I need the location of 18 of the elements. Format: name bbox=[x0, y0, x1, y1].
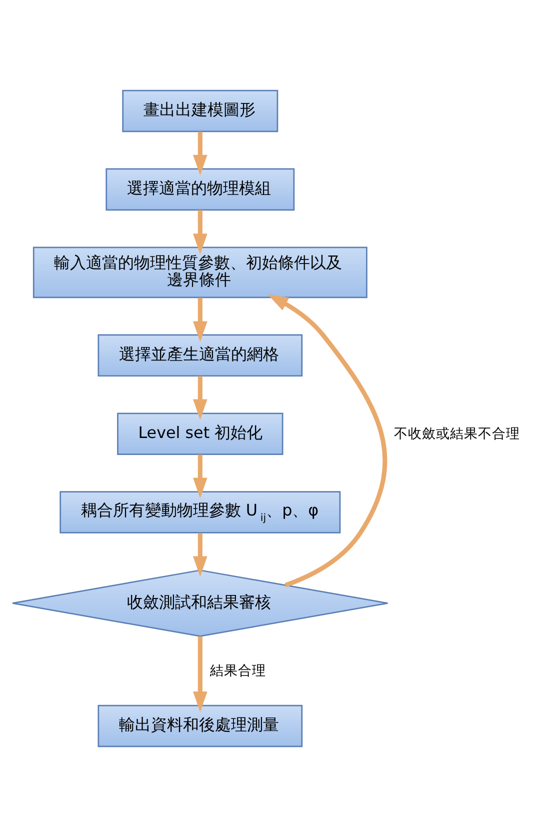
node-box: 選擇並產生適當的網格 bbox=[98, 334, 303, 376]
edge-label: 結果合理 bbox=[210, 662, 266, 678]
arrow bbox=[192, 210, 208, 254]
node-box: 輸入適當的物理性質參數、初始條件以及邊界條件 bbox=[32, 246, 368, 298]
arrow bbox=[192, 376, 208, 420]
arrow bbox=[268, 294, 388, 587]
node-box: 耦合所有變動物理參數 U$_{ij}$、p、φ bbox=[60, 490, 341, 533]
node-box: Level set 初始化 bbox=[117, 412, 284, 454]
node-box: 選擇適當的物理模組 bbox=[106, 168, 295, 210]
node-box: 畫出出建模圖形 bbox=[122, 89, 278, 132]
arrow bbox=[192, 297, 208, 342]
node-box: 輸出資料和後處理測量 bbox=[98, 704, 303, 747]
edge-label: 不收斂或結果不合理 bbox=[394, 425, 520, 442]
arrow bbox=[192, 454, 208, 498]
arrow bbox=[192, 131, 208, 175]
arrow bbox=[192, 532, 208, 576]
node-diamond: 收斂測試和結果審核 bbox=[12, 569, 388, 636]
arrow bbox=[192, 636, 208, 712]
